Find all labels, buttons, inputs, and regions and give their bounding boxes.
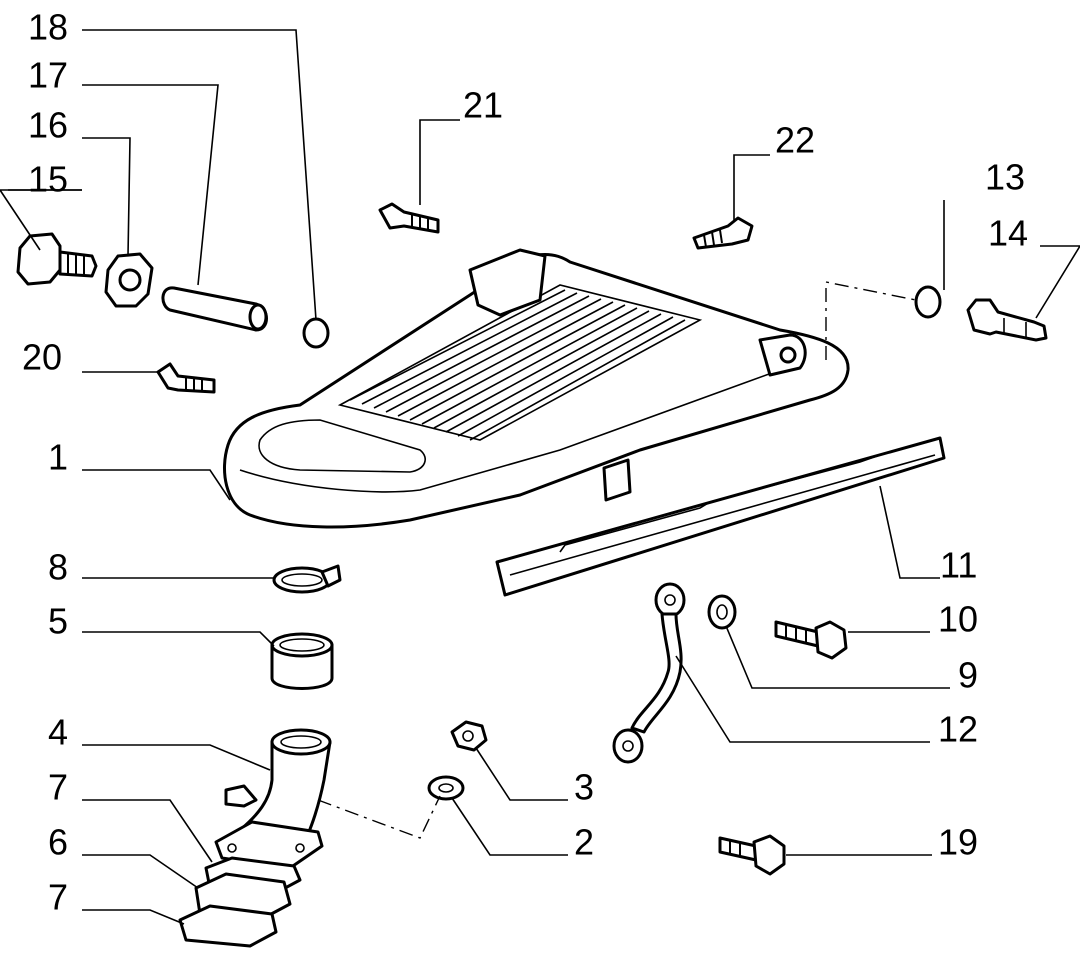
part-16-hex-nut [104,252,154,308]
part-4-elbow-duct [214,728,332,870]
part-9-washer [707,594,737,630]
callout-7-upper: 7 [48,767,68,808]
assembly-line-bottom [317,795,441,839]
callout-21: 21 [463,85,503,126]
callout-15: 15 [28,159,68,200]
callout-1: 1 [48,437,68,478]
callout-3: 3 [574,767,594,808]
part-1-ribs [349,289,686,441]
callout-13: 13 [985,157,1025,198]
part-8-hose-clamp [272,564,342,594]
part-1-cover-housing [223,248,850,529]
callout-7-lower: 7 [48,877,68,918]
callout-10: 10 [938,599,978,640]
callout-22: 22 [775,120,815,161]
callout-19: 19 [938,822,978,863]
part-17-pin [161,286,268,332]
callout-20: 20 [22,337,62,378]
callout-4: 4 [48,712,68,753]
callout-9: 9 [958,655,978,696]
callout-8: 8 [48,547,68,588]
part-12-ground-strap [612,582,686,764]
callout-12: 12 [938,709,978,750]
part-7-gasket-lower [178,904,278,948]
part-5-sleeve [270,632,334,690]
part-2-washer [427,775,465,801]
part-22-screw [692,216,754,250]
part-20-screw [156,362,216,394]
part-14-stud [966,298,1048,342]
callout-2: 2 [574,822,594,863]
part-3-nut [450,720,488,752]
part-15-union-bolt [16,232,98,286]
callout-14: 14 [988,213,1028,254]
part-11-rail [495,436,946,597]
callout-5: 5 [48,601,68,642]
callout-6: 6 [48,822,68,863]
part-10-bolt [774,620,848,660]
callout-18: 18 [28,7,68,48]
leader-lines [0,29,1080,925]
callout-11: 11 [940,545,977,586]
part-21-screw [378,202,440,234]
callout-16: 16 [28,105,68,146]
part-18-washer [302,317,330,349]
part-13-washer [914,285,942,319]
part-19-bolt [718,834,786,876]
assembly-line-right [825,281,917,360]
callout-17: 17 [28,55,68,96]
